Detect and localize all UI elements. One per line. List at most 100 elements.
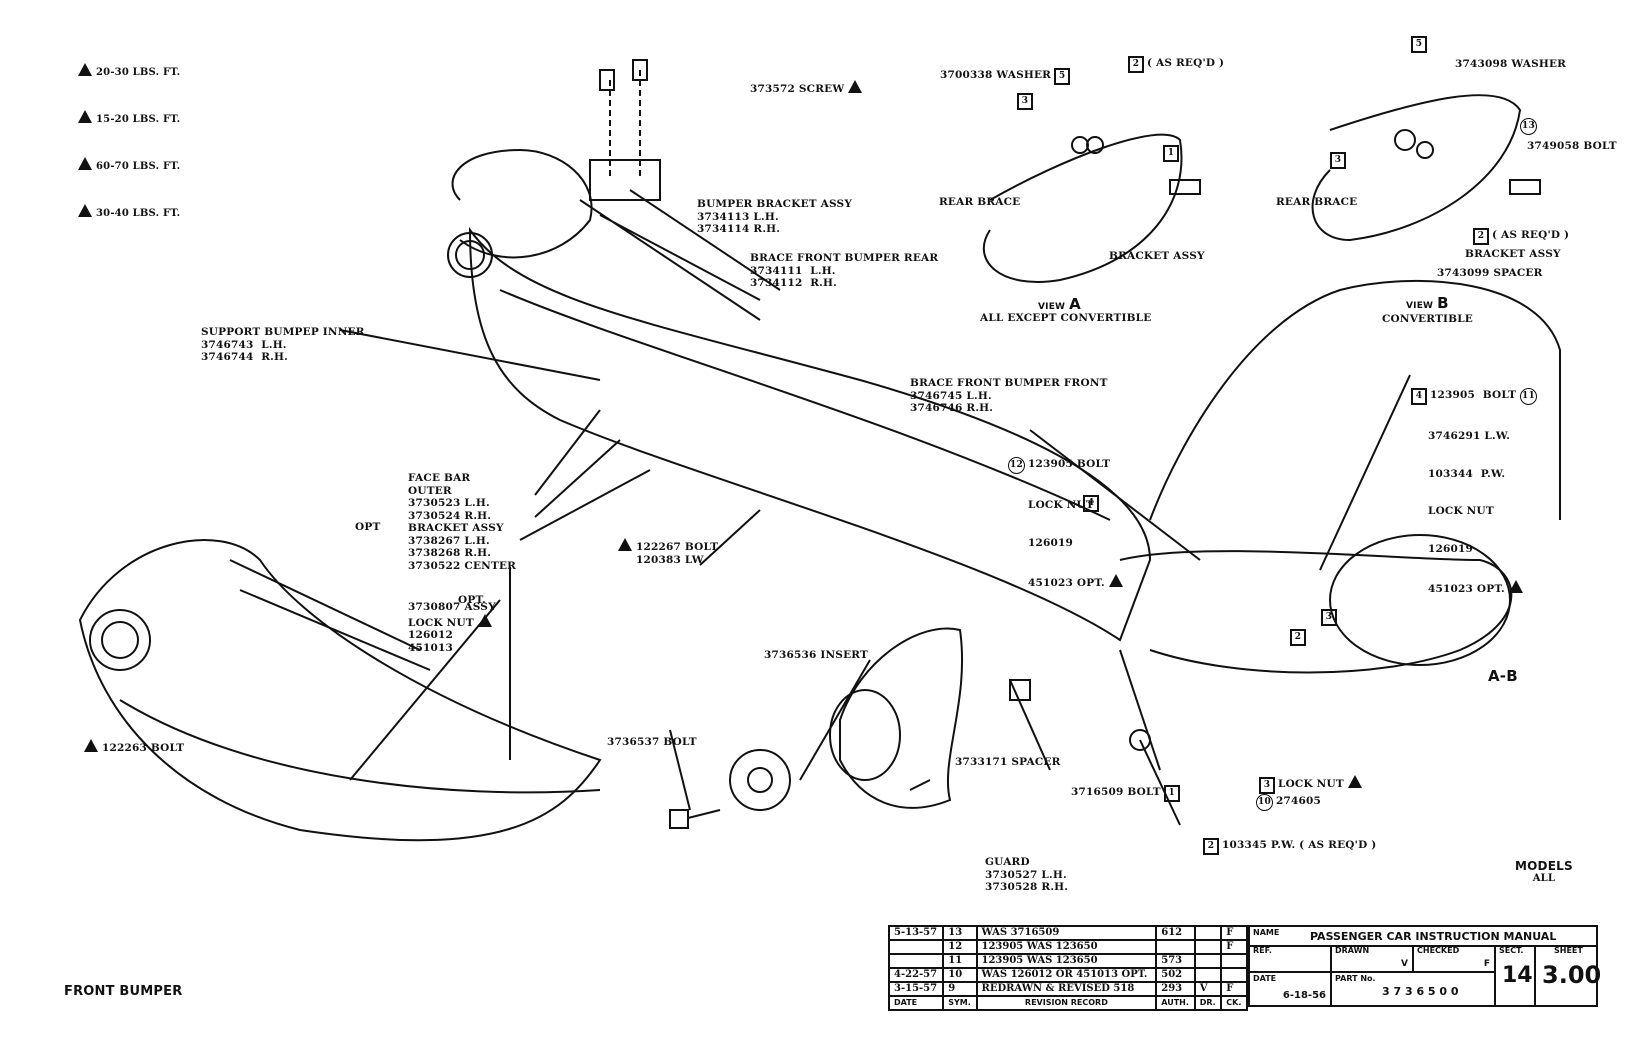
torque-triangle-icon bbox=[78, 63, 92, 76]
view-ab-label: A-B bbox=[1488, 667, 1518, 685]
revision-date: 5-13-57 bbox=[887, 925, 945, 941]
opt-label-2: OPT. bbox=[458, 594, 486, 606]
view-b-title: VIEW B bbox=[1406, 294, 1449, 312]
torque-triangle-icon bbox=[477, 613, 492, 627]
revision-dr bbox=[1193, 925, 1223, 941]
view-b-bracket: BRACKET ASSY bbox=[1465, 248, 1561, 260]
revision-auth bbox=[1155, 939, 1196, 955]
view-b-box2: 2( AS REQ'D ) bbox=[1470, 228, 1569, 245]
revision-sym: 10 bbox=[942, 967, 978, 983]
sheet-number: 3.00 bbox=[1542, 961, 1602, 989]
face-bar-upper bbox=[468, 226, 1152, 642]
torque-triangle-icon bbox=[618, 538, 632, 551]
torque-legend: 20-30 LBS. FT. 15-20 LBS. FT. 60-70 LBS.… bbox=[78, 38, 180, 239]
part-box-4: 4 bbox=[1080, 495, 1102, 512]
revision-date: 3-15-57 bbox=[887, 981, 945, 997]
spacer-callout: 3733171 SPACER bbox=[955, 756, 1061, 768]
view-b-box5: 5 bbox=[1408, 36, 1430, 53]
legend-item: 60-70 LBS. FT. bbox=[78, 157, 180, 179]
torque-triangle-icon bbox=[1347, 775, 1362, 788]
manual-name: PASSENGER CAR INSTRUCTION MANUAL bbox=[1310, 930, 1557, 943]
revision-ck bbox=[1220, 953, 1248, 969]
torque-triangle-icon bbox=[848, 80, 863, 93]
revision-date: 4-22-57 bbox=[887, 967, 945, 983]
revision-sym: 9 bbox=[942, 981, 978, 997]
bolt-122263-callout: 122263 BOLT bbox=[84, 739, 184, 755]
insert-callout: 3736536 INSERT bbox=[764, 649, 869, 661]
revision-auth: 612 bbox=[1155, 925, 1196, 941]
view-b-subtitle: CONVERTIBLE bbox=[1382, 313, 1473, 325]
revision-date bbox=[887, 953, 945, 969]
view-a-bracket: BRACKET ASSY bbox=[1109, 250, 1205, 262]
revision-sym: 11 bbox=[942, 953, 978, 969]
lock-nut-line: LOCK NUT bbox=[408, 613, 516, 630]
revision-dr bbox=[1193, 939, 1223, 955]
legend-item: 20-30 LBS. FT. bbox=[78, 63, 180, 85]
part-number: 3 7 3 6 5 0 0 bbox=[1382, 985, 1459, 998]
revision-sym: 12 bbox=[942, 939, 978, 955]
revision-dr bbox=[1193, 953, 1223, 969]
opt-label: OPT bbox=[355, 521, 381, 533]
torque-triangle-icon bbox=[78, 157, 92, 170]
revision-dr bbox=[1193, 967, 1223, 983]
view-b-bolt: 3749058 BOLT bbox=[1527, 140, 1617, 152]
revision-date bbox=[887, 939, 945, 955]
guard-art bbox=[839, 627, 964, 809]
view-a-box3: 3 bbox=[1014, 93, 1036, 110]
revision-auth: 502 bbox=[1155, 967, 1196, 983]
torque-triangle-icon bbox=[1108, 574, 1123, 587]
view-a-box2: 2( AS REQ'D ) bbox=[1125, 56, 1224, 73]
insert-art bbox=[729, 749, 791, 811]
face-bar-lower bbox=[78, 539, 602, 842]
part-box-3: 3 bbox=[1318, 609, 1340, 626]
view-a-subtitle: ALL EXCEPT CONVERTIBLE bbox=[980, 312, 1152, 324]
revision-auth: 293 bbox=[1155, 981, 1196, 997]
revision-record: WAS 126012 OR 451013 OPT. bbox=[975, 967, 1158, 983]
revision-ck: F bbox=[1220, 925, 1248, 941]
view-b-circle13: 13 bbox=[1520, 118, 1540, 135]
revision-ck bbox=[1220, 967, 1248, 983]
bolt-3736537-callout: 3736537 BOLT bbox=[607, 736, 697, 748]
revision-record: 123905 WAS 123650 bbox=[975, 953, 1158, 969]
view-b-washer: 3743098 WASHER bbox=[1455, 58, 1567, 70]
part-box-2: 2 bbox=[1287, 629, 1309, 646]
title-block: NAME PASSENGER CAR INSTRUCTION MANUAL RE… bbox=[1248, 925, 1602, 1007]
view-a-box1: 1 bbox=[1160, 145, 1182, 162]
revision-header-row: DATE SYM. REVISION RECORD AUTH. DR. CK. bbox=[887, 995, 1248, 1011]
revision-ck: F bbox=[1220, 939, 1248, 955]
view-b-box3: 3 bbox=[1327, 152, 1349, 169]
view-a-rear-brace: REAR BRACE bbox=[939, 196, 1021, 208]
view-a-title: VIEW A bbox=[1038, 295, 1081, 313]
revision-record: REDRAWN & REVISED 518 bbox=[975, 981, 1158, 997]
view-b-art bbox=[1311, 94, 1522, 242]
page-title: FRONT BUMPER bbox=[64, 984, 183, 999]
revision-auth: 573 bbox=[1155, 953, 1196, 969]
revision-ck: F bbox=[1220, 981, 1248, 997]
torque-triangle-icon bbox=[78, 110, 92, 123]
revision-record: 123905 WAS 123650 bbox=[975, 939, 1158, 955]
torque-triangle-icon bbox=[84, 739, 98, 752]
torque-triangle-icon bbox=[1508, 580, 1523, 593]
torque-triangle-icon bbox=[78, 204, 92, 217]
screw-callout: 373572 SCREW bbox=[750, 80, 866, 96]
legend-item: 15-20 LBS. FT. bbox=[78, 110, 180, 132]
revision-record: WAS 3716509 bbox=[975, 925, 1158, 941]
